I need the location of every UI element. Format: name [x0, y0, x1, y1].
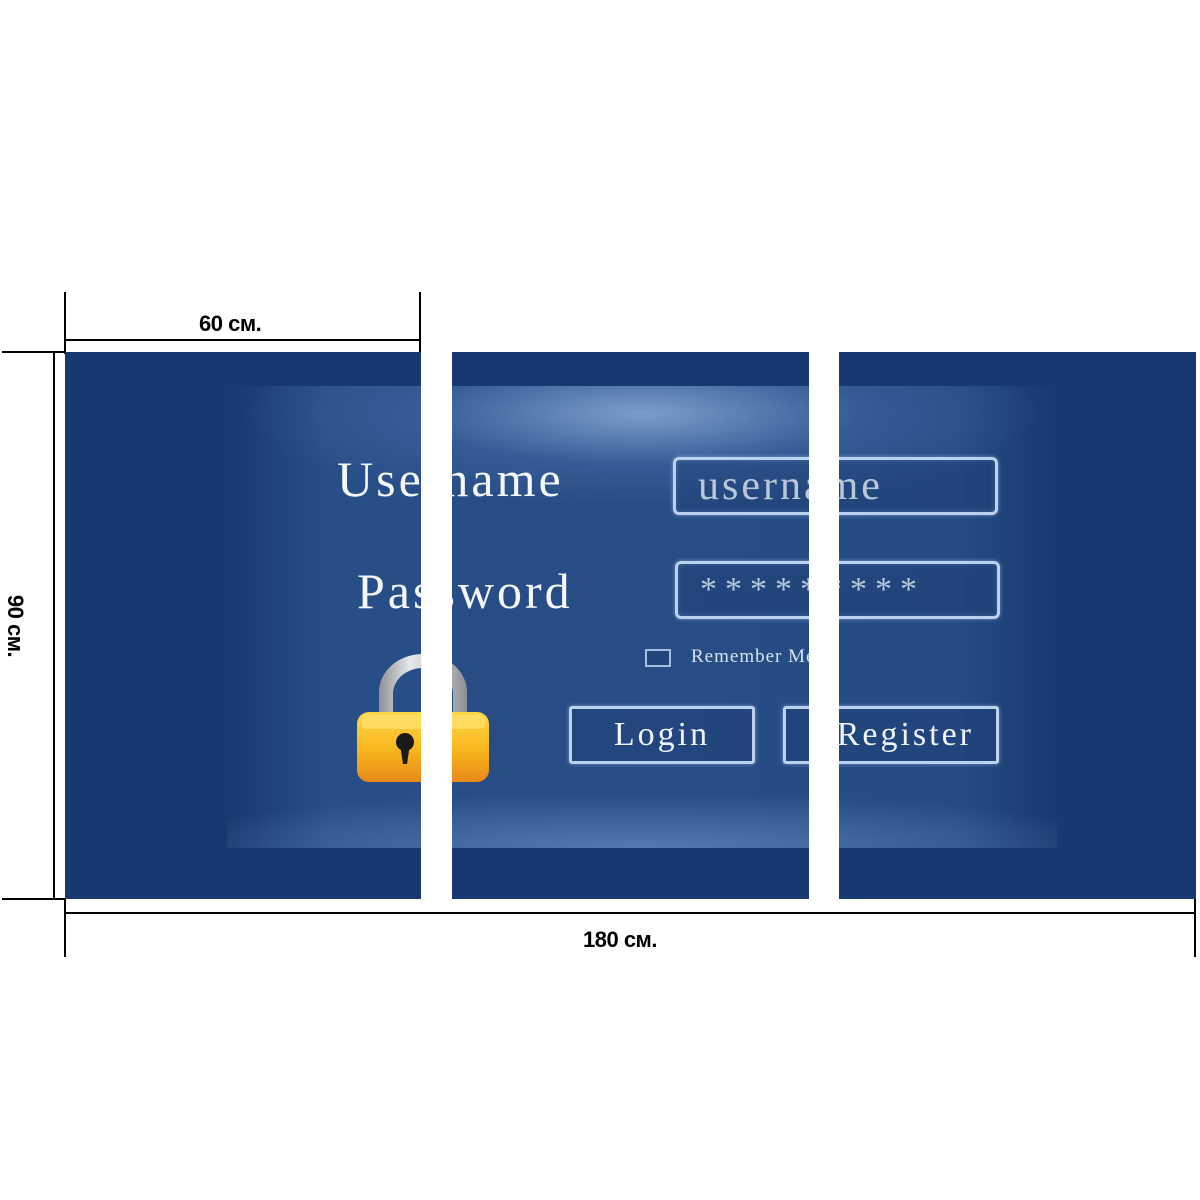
dim-label-height: 90 см. — [3, 594, 29, 658]
canvas-print: Username username Password ********* Rem… — [65, 352, 1196, 899]
dim-label-panel-width: 60 см. — [199, 311, 262, 336]
dim-bottom-right-tick — [1194, 899, 1196, 957]
dim-bottom-line — [64, 912, 1196, 914]
dim-bottom-left-tick — [64, 899, 66, 957]
dim-left-bottom-tick — [2, 898, 66, 900]
dim-left-line — [53, 351, 55, 900]
dim-top-line — [64, 339, 421, 341]
password-label: Password — [357, 563, 573, 619]
dim-top-left-tick — [64, 292, 66, 354]
remember-label: Remember Me — [691, 646, 816, 667]
dim-left-top-tick — [2, 351, 66, 353]
dim-label-total-width: 180 см. — [583, 927, 657, 952]
panel-gap-left — [421, 352, 452, 899]
dim-top-right-tick — [419, 292, 421, 354]
login-button[interactable]: Login — [569, 706, 755, 764]
remember-checkbox[interactable] — [645, 649, 671, 667]
panel-gap-right — [809, 352, 839, 899]
